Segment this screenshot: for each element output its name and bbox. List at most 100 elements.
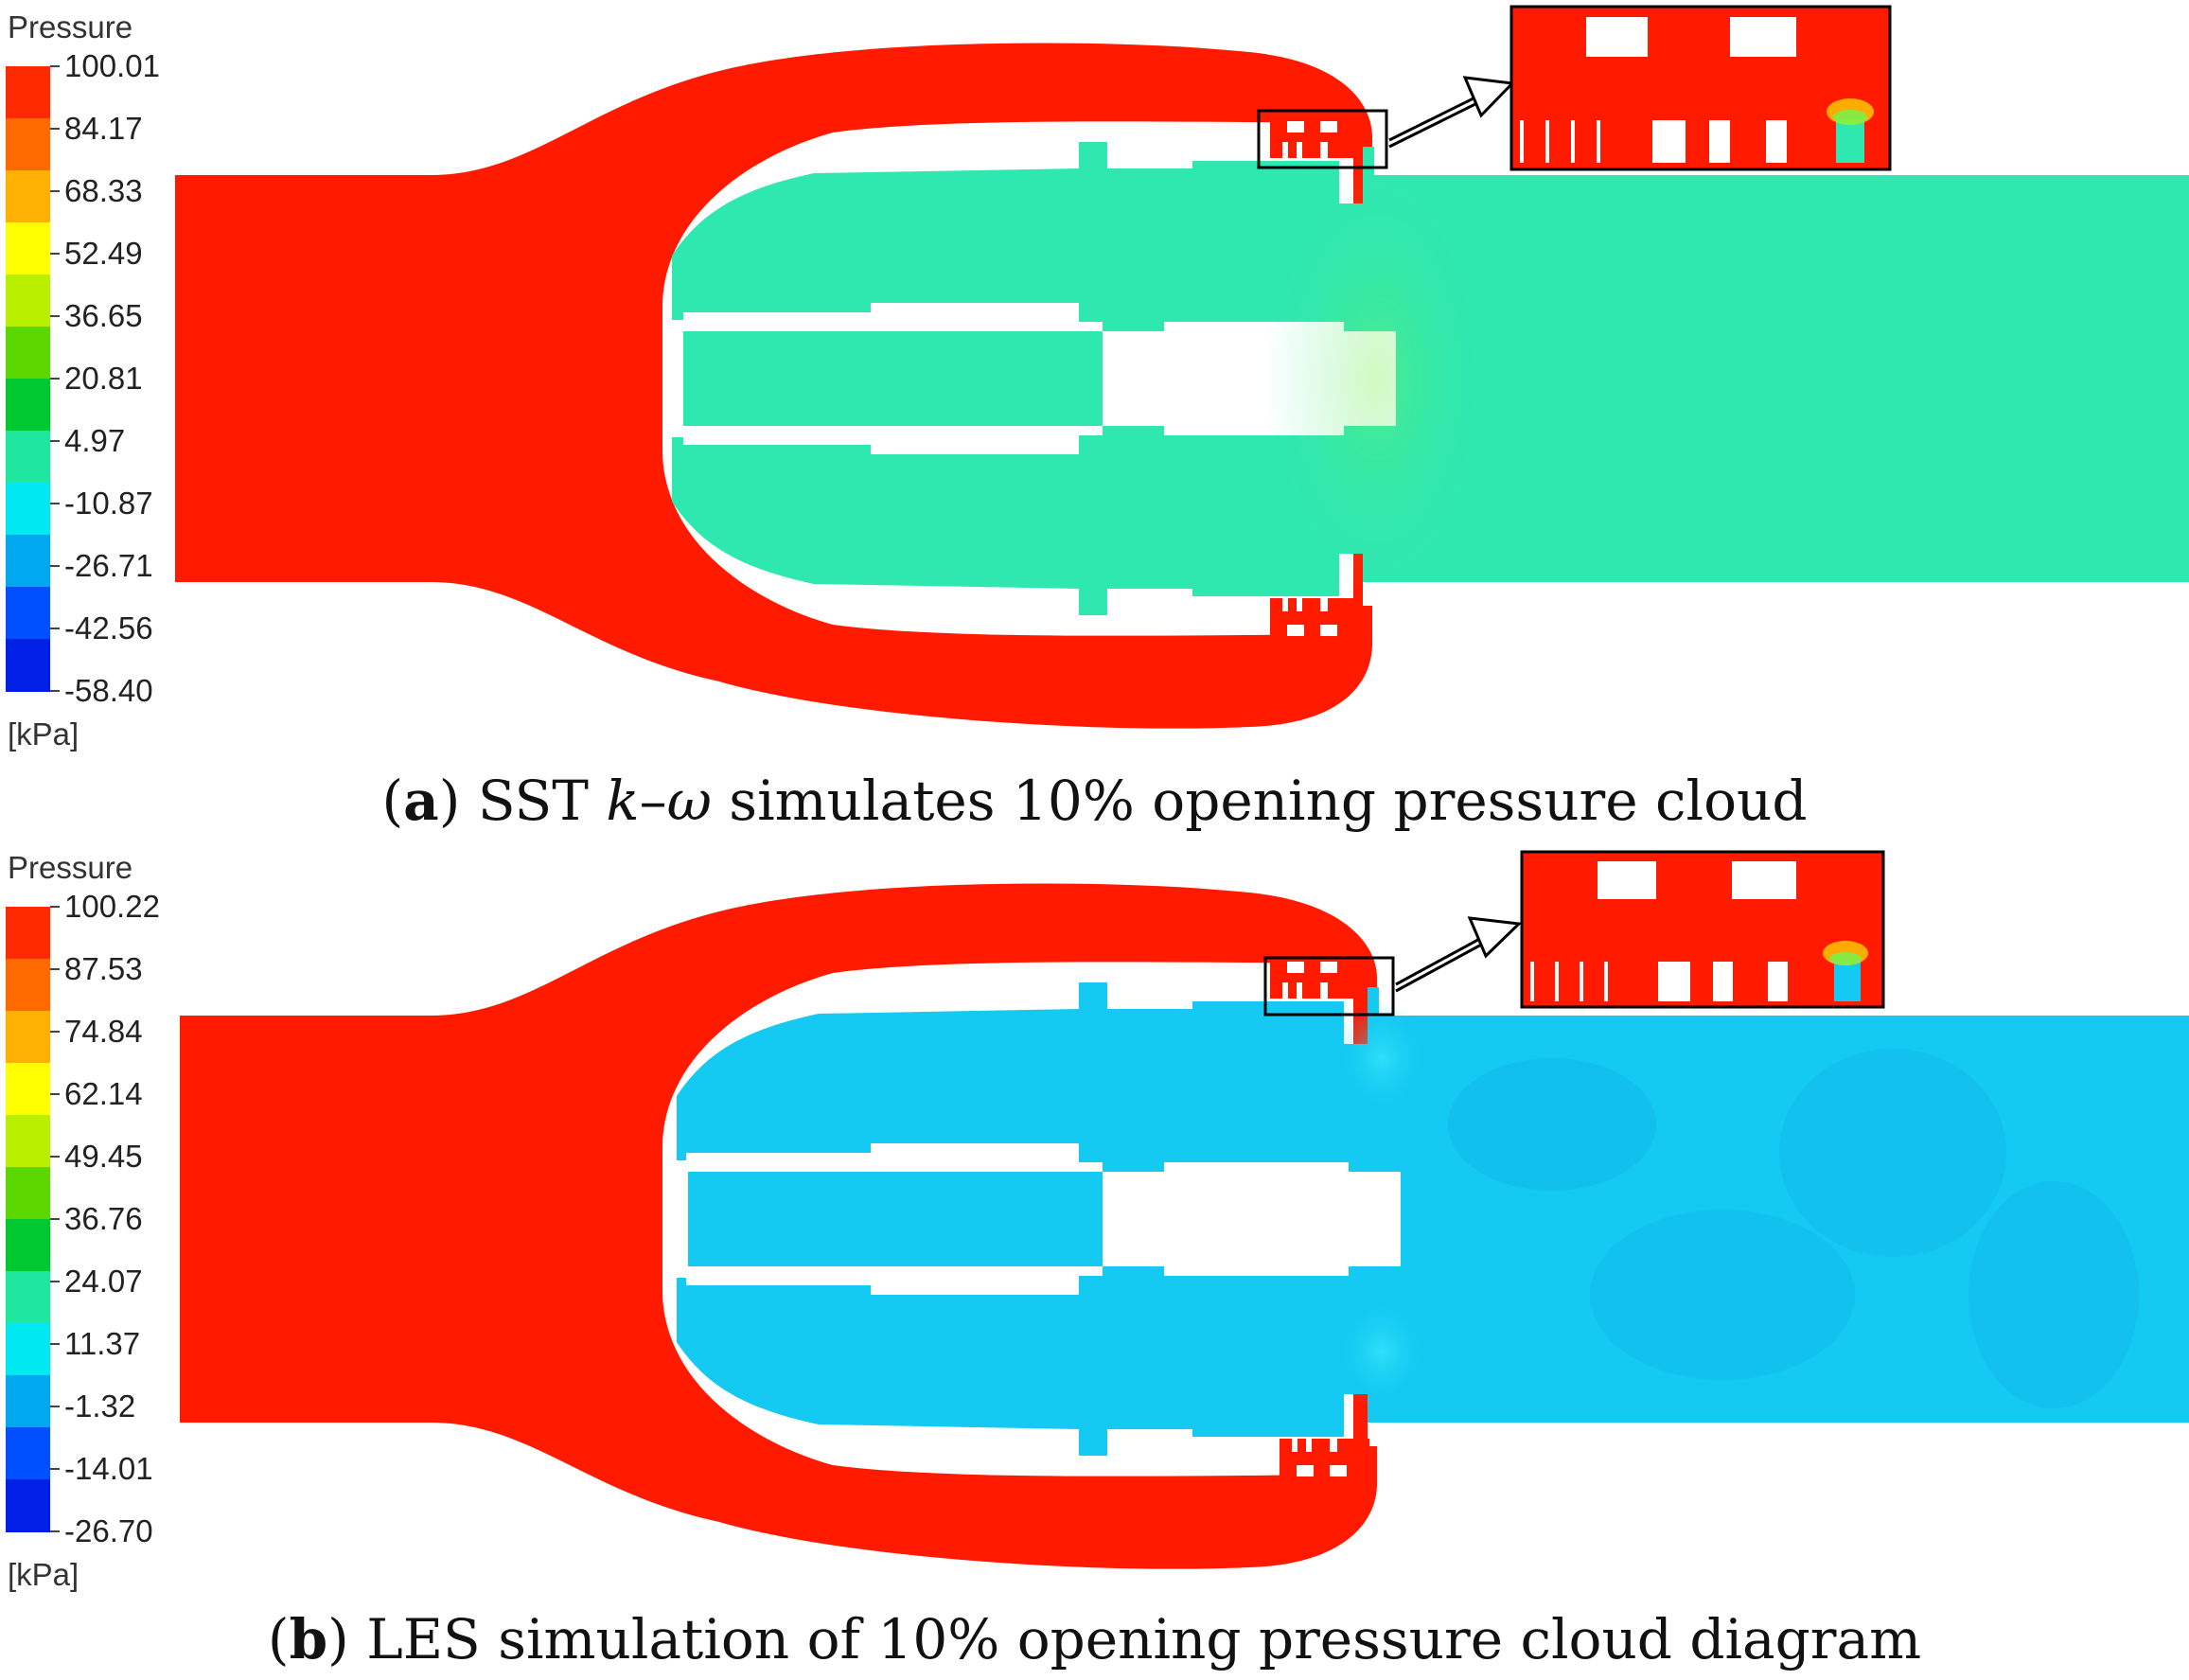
legend-tick [50, 1281, 60, 1282]
legend-tick [50, 628, 60, 629]
inset-magnified-view [1520, 850, 1885, 1009]
legend-tick [50, 1218, 60, 1220]
legend-tick [50, 906, 60, 908]
legend-unit: [kPa] [8, 716, 79, 752]
legend-color-segment [6, 639, 50, 692]
pressure-field-b [180, 850, 2189, 1569]
legend-color-segment [6, 907, 50, 960]
legend-tick-label: 36.65 [64, 298, 143, 333]
legend-tick [50, 565, 60, 567]
legend-tick [50, 690, 60, 692]
legend-color-segment [6, 1375, 50, 1428]
outlet-pipe-region [1368, 1016, 2189, 1423]
legend-color-segment [6, 1011, 50, 1064]
caption-k: k [606, 769, 640, 833]
legend-tick-label: 49.45 [64, 1139, 143, 1174]
callout-arrow [1395, 916, 1523, 993]
caption-dash: – [639, 769, 667, 833]
legend-tick-label: 87.53 [64, 951, 143, 986]
legend-color-segment [6, 1115, 50, 1168]
pressure-legend-b: Pressure 100.22 87.53 74.84 62.14 49.45 36.76… [0, 840, 189, 1617]
legend-tick [50, 128, 60, 130]
valve-ports-top [1270, 956, 1379, 1016]
legend-tick-label: 100.01 [64, 48, 160, 83]
caption-omega: ω [666, 769, 712, 833]
legend-tick-label: 74.84 [64, 1014, 143, 1049]
legend-color-bar [6, 66, 50, 692]
legend-color-segment [6, 379, 50, 432]
legend-tick [50, 968, 60, 970]
legend-tick [50, 378, 60, 380]
valve-ports-bottom [1270, 598, 1360, 641]
inset-magnified-view [1509, 5, 1892, 171]
legend-color-segment [6, 587, 50, 640]
zoom-marker-box [1263, 956, 1395, 1017]
legend-color-segment [6, 1167, 50, 1220]
legend-tick [50, 503, 60, 504]
legend-tick [50, 1343, 60, 1345]
legend-tick-label: 84.17 [64, 111, 143, 146]
legend-color-segment [6, 327, 50, 380]
legend-tick [50, 1093, 60, 1095]
legend-tick-label: 24.07 [64, 1264, 143, 1299]
legend-title: Pressure [8, 850, 133, 885]
legend-color-segment [6, 1427, 50, 1480]
legend-color-segment [6, 1271, 50, 1324]
caption-a: (a) SST k–ω simulates 10% opening pressu… [381, 769, 1808, 833]
legend-color-segment [6, 483, 50, 536]
legend-color-segment [6, 66, 50, 119]
caption-text: LES simulation of 10% opening pressure c… [348, 1607, 1922, 1671]
caption-b: (b) LES simulation of 10% opening pressu… [267, 1607, 1922, 1671]
legend-tick-label: 20.81 [64, 361, 143, 396]
legend-tick [50, 1031, 60, 1033]
legend-tick-label: 36.76 [64, 1201, 143, 1236]
panel-b: Pressure 100.22 87.53 74.84 62.14 49.45 36.76… [0, 840, 2189, 1673]
pressure-field-a [175, 5, 2189, 729]
legend-tick-label: -14.01 [64, 1451, 153, 1486]
legend-color-bar [6, 907, 50, 1532]
legend-color-segment [6, 1479, 50, 1532]
legend-color-segment [6, 1219, 50, 1272]
caption-tag: a [403, 769, 439, 833]
legend-color-segment [6, 431, 50, 484]
legend-tick-label: 100.22 [64, 889, 160, 924]
caption-text: SST [460, 769, 607, 833]
legend-tick [50, 440, 60, 442]
panel-a: Pressure 100.01 84.17 68.33 52.49 36.65 20.81… [0, 0, 2189, 833]
legend-color-segment [6, 274, 50, 327]
legend-color-segment [6, 1323, 50, 1376]
legend-tick-label: -58.40 [64, 673, 153, 708]
legend-tick-label: -1.32 [64, 1388, 136, 1424]
legend-unit: [kPa] [8, 1557, 79, 1592]
pressure-legend-a: Pressure 100.01 84.17 68.33 52.49 36.65 20.81… [0, 0, 189, 776]
legend-tick-label: -26.70 [64, 1513, 153, 1548]
caption-text-rest: simulates 10% opening pressure cloud [711, 769, 1808, 833]
legend-tick [50, 1406, 60, 1407]
callout-arrow [1388, 76, 1516, 149]
legend-tick [50, 253, 60, 255]
legend-tick [50, 190, 60, 192]
legend-tick-label: 68.33 [64, 173, 143, 208]
legend-tick [50, 1530, 60, 1532]
legend-tick-label: 52.49 [64, 236, 143, 271]
legend-tick [50, 65, 60, 67]
zoom-marker-box [1257, 109, 1388, 169]
legend-tick-label: -42.56 [64, 610, 153, 645]
legend-color-segment [6, 535, 50, 588]
legend-tick-label: 62.14 [64, 1076, 143, 1111]
legend-tick-label: -26.71 [64, 548, 153, 583]
caption-tag: b [289, 1607, 328, 1671]
legend-color-segment [6, 170, 50, 223]
legend-tick [50, 1156, 60, 1158]
legend-color-segment [6, 959, 50, 1012]
legend-title: Pressure [8, 9, 133, 44]
legend-tick-label: 11.37 [64, 1326, 141, 1361]
legend-color-segment [6, 222, 50, 275]
legend-tick [50, 315, 60, 317]
valve-ports-bottom [1280, 1439, 1369, 1481]
legend-tick-label: -10.87 [64, 486, 153, 521]
legend-tick-label: 4.97 [64, 423, 126, 458]
legend-color-segment [6, 1063, 50, 1116]
legend-color-segment [6, 118, 50, 171]
outlet-pipe-region [1363, 175, 2189, 582]
